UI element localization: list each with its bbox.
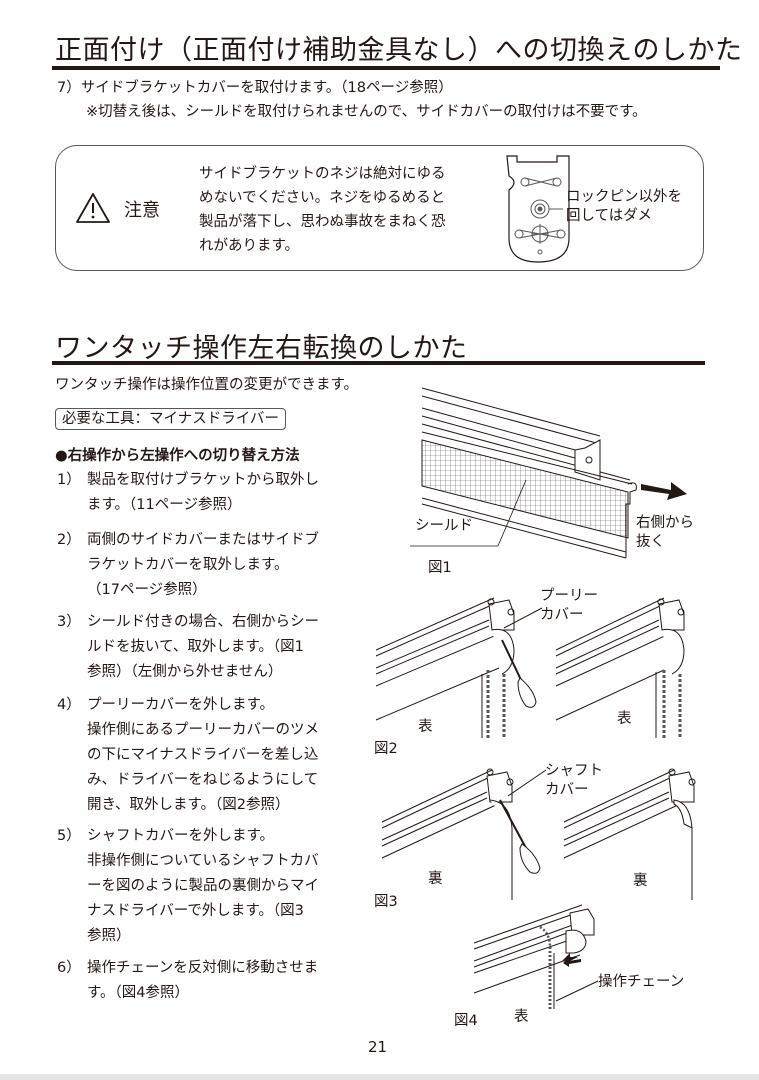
shaft-cover-label: シャフト カバー [545,762,603,800]
label-line: 抜く [636,534,665,550]
figure-2-right-illustration [554,590,704,744]
label-line: カバー [545,782,589,798]
lock-pin-callout: ロックピン以外を 回してはダメ [566,188,682,226]
pulley-cover-label: プーリー カバー [540,587,598,625]
method-heading: ●右操作から左操作への切り替え方法 [55,448,300,464]
step-6: 6） 操作チェーンを反対側に移動させま す。（図4参照） [57,956,377,1006]
step-number: 1） [57,472,81,488]
page-number: 21 [368,1038,388,1056]
callout-line: ロックピン以外を [566,189,682,205]
required-tool-box: 必要な工具：マイナスドライバー [55,408,286,430]
step-number: 2） [57,532,81,548]
callout-line: 回してはダメ [566,208,652,224]
section-title-front-mount: 正面付け（正面付け補助金具なし）への切換えのしかた [55,35,743,66]
step-line: ナスドライバーで外します。（図3 [87,903,304,919]
intro-text: ワンタッチ操作は操作位置の変更ができます。 [55,377,359,393]
section-title-one-touch: ワンタッチ操作左右転換のしかた [55,333,468,364]
step-2: 2） 両側のサイドカバーまたはサイドブ ラケットカバーを取外します。 （17ページ… [57,528,377,603]
label-line: カバー [540,607,584,623]
step-line: 製品を取付けブラケットから取外し [87,472,319,488]
step-line: 参照） [87,928,131,944]
step-line: み、ドライバーをねじるようにして [87,772,319,788]
step-text: サイドブラケットカバーを取付けます。（18ページ参照） [80,80,453,96]
figure-4-illustration [470,904,610,1019]
label-line: 右側から [636,515,694,531]
figure-2-caption: 図2 [374,741,398,757]
front-face-label: 表 [514,1009,529,1025]
front-face-label: 表 [418,719,433,735]
page-bottom-edge [0,1074,759,1080]
caution-line: めないでください。ネジをゆるめると [199,190,446,206]
step-line: ラケットカバーを取外します。 [87,557,289,573]
figure-3-left-illustration [380,762,550,906]
step-line: シャフトカバーを外します。 [87,828,275,844]
caution-line: 製品が落下し、思わぬ事故をまねく恐 [199,214,446,230]
step-line: 操作側にあるプーリーカバーのツメ [87,722,319,738]
step-7: 7）サイドブラケットカバーを取付けます。（18ページ参照） [57,76,453,100]
label-line: プーリー [540,588,598,604]
pull-direction-arrow-icon [641,478,689,506]
back-face-label: 裏 [633,873,648,889]
step-line: 両側のサイドカバーまたはサイドブ [87,532,319,548]
figure-3-right-illustration [562,762,712,906]
warning-triangle-icon [75,192,111,228]
step-7-note: ※切替え後は、シールドを取付けられませんので、サイドカバーの取付けは不要です。 [86,104,647,120]
step-line: の下にマイナスドライバーを差し込 [87,747,319,763]
caution-line: サイドブラケットのネジは絶対にゆる [199,166,446,182]
front-face-label: 表 [617,711,632,727]
figure-3-caption: 図3 [374,894,398,910]
step-line: 参照）（左側から外せません） [87,664,283,680]
figure-1-shield-illustration [380,380,710,564]
step-line: プーリーカバーを外します。 [87,697,275,713]
label-line: シャフト [545,763,603,779]
step-number: 4） [57,697,81,713]
pull-from-right-label: 右側から 抜く [636,514,694,552]
caution-box [55,145,704,271]
step-line: す。（図4参照） [87,985,190,1001]
step-line: ルドを抜いて、取外します。（図1 [87,639,304,655]
caution-line: れがあります。 [199,238,300,254]
step-number: 3） [57,614,81,630]
step-number: 7） [57,80,81,96]
step-5: 5） シャフトカバーを外します。 非操作側についているシャフトカバ ーを図のように… [57,824,377,949]
title-underline [52,66,720,70]
move-left-arrow-icon [563,952,581,971]
figure-4-caption: 図4 [454,1013,478,1029]
step-line: ーを図のように製品の裏側からマイ [87,878,319,894]
step-4: 4） プーリーカバーを外します。 操作側にあるプーリーカバーのツメ の下にマイナス… [57,693,377,818]
figure-2-left-illustration [374,590,544,744]
step-line: シールド付きの場合、右側からシー [87,614,319,630]
side-bracket-illustration [505,152,575,268]
step-number: 5） [57,828,81,844]
step-3: 3） シールド付きの場合、右側からシー ルドを抜いて、取外します。（図1 参照）（… [57,610,377,685]
step-1: 1） 製品を取付けブラケットから取外し ます。（11ページ参照） [57,468,377,518]
back-face-label: 裏 [428,871,443,887]
step-line: 操作チェーンを反対側に移動させま [87,960,319,976]
figure-1-caption: 図1 [428,560,452,576]
title-underline [52,361,705,365]
step-line: 開き、取外します。（図2参照） [87,797,290,813]
shield-label: シールド [415,518,473,534]
step-line: 非操作側についているシャフトカバ [87,853,319,869]
caution-text: サイドブラケットのネジは絶対にゆる めないでください。ネジをゆるめると 製品が落… [199,162,446,258]
step-line: ます。（11ページ参照） [87,497,242,513]
step-number: 6） [57,960,81,976]
operation-chain-label: 操作チェーン [598,974,685,990]
caution-label: 注意 [124,200,160,221]
step-line: （17ページ参照） [87,582,207,598]
